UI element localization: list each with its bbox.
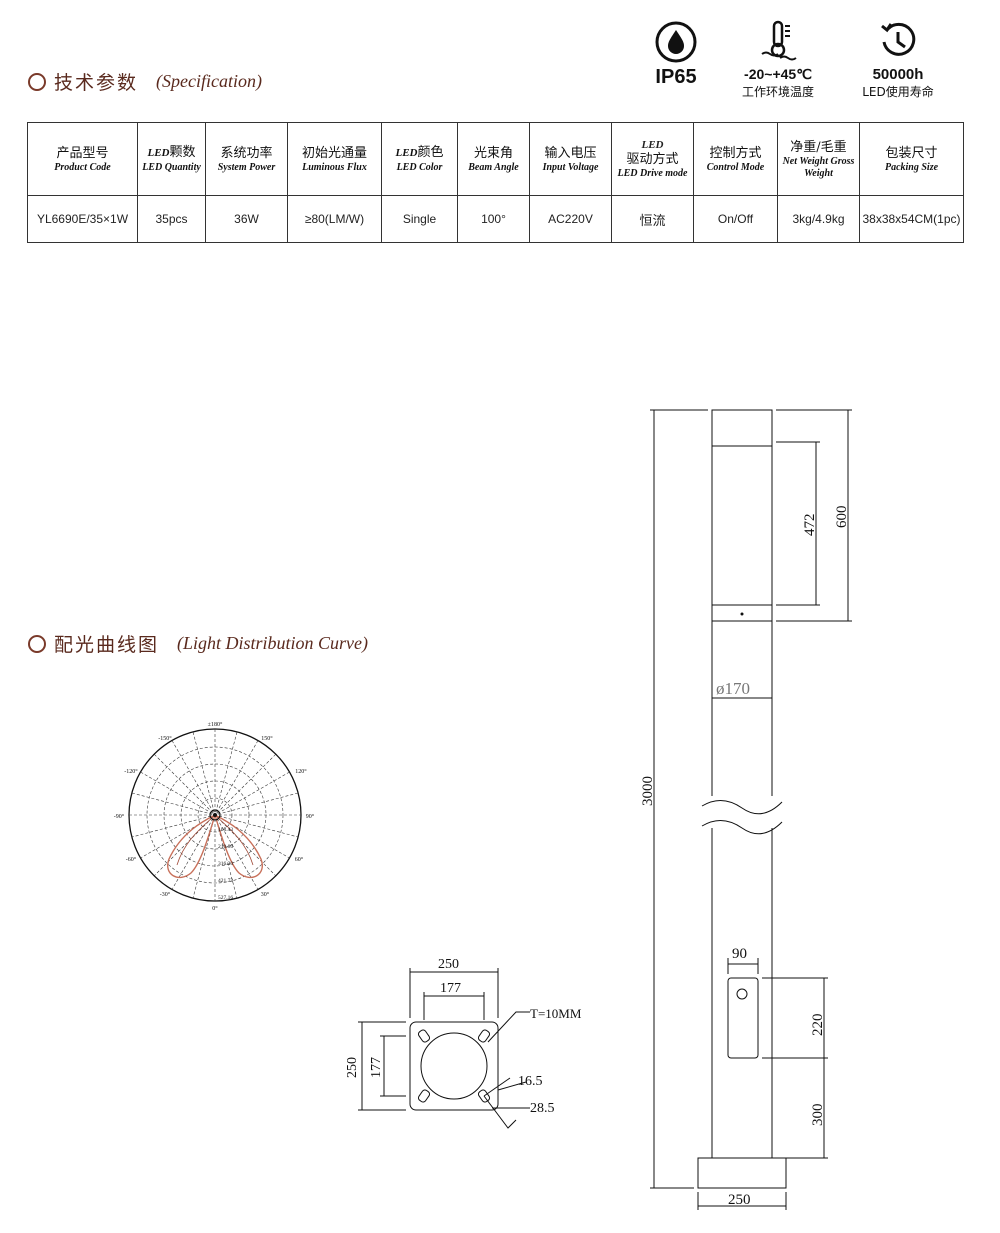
light-curve-c0 bbox=[167, 813, 217, 878]
light-curve-inner bbox=[176, 814, 254, 866]
dim-base-height: 250 bbox=[345, 1057, 360, 1078]
curve-section-title: 配光曲线图 (Light Distribution Curve) bbox=[28, 630, 368, 657]
dim-door-height: 220 bbox=[810, 1014, 826, 1037]
cell-input-voltage: AC220V bbox=[529, 195, 612, 243]
cell-packing-size: 38x38x54CM(1pc) bbox=[859, 195, 964, 243]
cell-system-power: 36W bbox=[205, 195, 288, 243]
spec-title-cn: 技术参数 bbox=[54, 72, 139, 94]
cell-led-color: Single bbox=[381, 195, 458, 243]
dim-lamp-height: 600 bbox=[834, 506, 850, 529]
life-label: LED使用寿命 bbox=[862, 85, 934, 99]
dim-thickness: T=10MM bbox=[530, 1006, 582, 1021]
angle-label: -120° bbox=[124, 768, 138, 775]
life-hours: 50000h bbox=[872, 66, 924, 83]
angle-label: 60° bbox=[295, 856, 304, 863]
water-drop-icon bbox=[655, 21, 697, 63]
radial-label: 316.30 bbox=[218, 861, 233, 867]
cell-weight: 3kg/4.9kg bbox=[777, 195, 860, 243]
thermometer-icon bbox=[761, 20, 797, 61]
curve-title-cn: 配光曲线图 bbox=[54, 634, 160, 656]
base-plate-drawing: 250 177 T=10MM 16.5 28.5 250 177 bbox=[345, 957, 582, 1129]
dim-door-offset: 300 bbox=[810, 1104, 826, 1127]
dim-base-hole: 177 bbox=[440, 981, 461, 996]
dim-base-width: 250 bbox=[438, 957, 459, 972]
polar-diagram: ±180° -150° 150° -120° 120° -90° 90° -60… bbox=[114, 721, 315, 912]
dim-base-hole-v: 177 bbox=[369, 1057, 384, 1078]
angle-label: 0° bbox=[212, 905, 218, 912]
life-badge: 50000h LED使用寿命 bbox=[850, 20, 946, 100]
angle-label: 30° bbox=[261, 891, 270, 898]
angle-label: -30° bbox=[160, 891, 171, 898]
temp-range: -20~+45℃ bbox=[744, 66, 812, 82]
circle-bullet-icon bbox=[28, 634, 46, 653]
radial-label: 527.16 bbox=[218, 895, 233, 901]
ip-badge: IP65 bbox=[648, 20, 704, 89]
dim-pole-diameter: ø170 bbox=[716, 679, 750, 698]
dim-hole-d: 16.5 bbox=[518, 1074, 543, 1089]
curve-title-en: (Light Distribution Curve) bbox=[177, 633, 369, 653]
angle-label: -60° bbox=[126, 856, 137, 863]
table-row: YL6690E/35×1W 35pcs 36W ≥80(LM/W) Single… bbox=[27, 195, 964, 243]
clock-history-icon bbox=[881, 22, 916, 56]
angle-label: ±180° bbox=[208, 721, 223, 728]
dim-slot: 28.5 bbox=[530, 1101, 555, 1116]
temp-badge: -20~+45℃ 工作环境温度 bbox=[730, 18, 826, 100]
dim-foot-width: 250 bbox=[728, 1192, 751, 1208]
ip-rating: IP65 bbox=[655, 66, 697, 88]
cell-control-mode: On/Off bbox=[693, 195, 778, 243]
cell-product-code: YL6690E/35×1W bbox=[27, 195, 138, 243]
radial-label: 105.43 bbox=[218, 827, 233, 833]
spec-title-en: (Specification) bbox=[156, 71, 262, 91]
cell-luminous-flux: ≥80(LM/W) bbox=[287, 195, 382, 243]
dim-door-width: 90 bbox=[732, 946, 747, 962]
angle-label: -90° bbox=[114, 813, 125, 820]
angle-label: 120° bbox=[295, 768, 307, 775]
cell-led-quantity: 35pcs bbox=[137, 195, 206, 243]
cell-beam-angle: 100° bbox=[457, 195, 530, 243]
radial-label: 421.73 bbox=[218, 878, 233, 884]
temp-label: 工作环境温度 bbox=[741, 85, 814, 99]
cell-drive-mode: 恒流 bbox=[611, 195, 694, 243]
light-curve-c90 bbox=[213, 813, 263, 878]
spec-section-title: 技术参数 (Specification) bbox=[28, 68, 262, 95]
angle-label: 150° bbox=[261, 735, 273, 742]
circle-bullet-icon bbox=[28, 72, 46, 91]
pole-elevation-drawing: 3000 600 472 ø170 90 220 300 250 bbox=[640, 409, 852, 1210]
radial-label: 210.86 bbox=[218, 844, 233, 850]
dim-pole-total: 3000 bbox=[640, 776, 656, 806]
angle-label: -150° bbox=[158, 735, 172, 742]
dim-lamp-inner: 472 bbox=[802, 514, 818, 537]
angle-label: 90° bbox=[306, 813, 315, 820]
